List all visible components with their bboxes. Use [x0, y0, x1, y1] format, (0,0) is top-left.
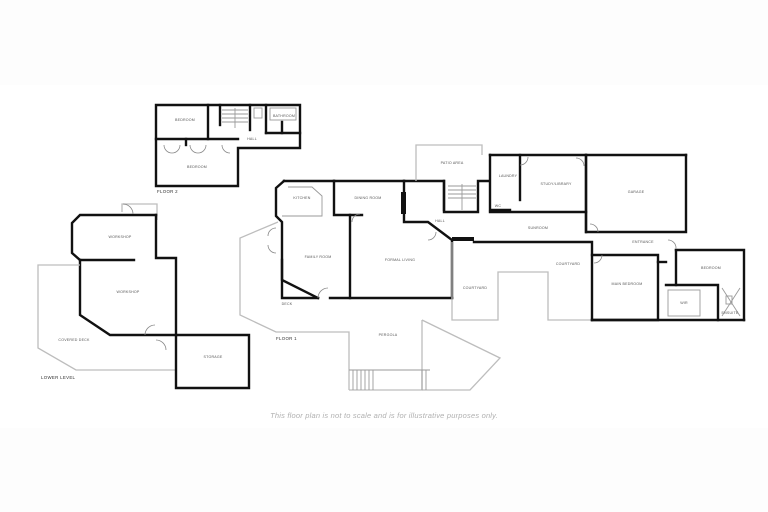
label-family-room: Family Room: [304, 255, 332, 259]
label-entrance: Entrance: [632, 240, 654, 244]
label-f2-hall: Hall: [247, 137, 257, 141]
label-deck: Deck: [281, 302, 293, 306]
level-floor-2: Floor 2: [157, 189, 178, 194]
label-lower-workshop-top: Workshop: [108, 235, 132, 239]
disclaimer-text: This floor plan is not to scale and is f…: [270, 411, 498, 420]
label-lower-covered-deck: Covered Deck: [58, 338, 90, 342]
floor-1-plan: [239, 144, 746, 391]
label-f2-bedroom-bottom: Bedroom: [187, 165, 207, 169]
label-courtyard-right: Courtyard: [555, 262, 581, 266]
floor-2-plan: [154, 103, 302, 188]
label-lower-workshop-main: Workshop: [116, 290, 140, 294]
label-dining-room: Dining Room: [354, 196, 382, 200]
label-wir: WIR: [680, 301, 688, 305]
label-study-library: Study/Library: [540, 182, 572, 186]
label-patio-area: Patio Area: [440, 161, 464, 165]
label-laundry: Laundry: [498, 174, 518, 178]
label-ensuite: Ensuite: [721, 311, 739, 315]
floor-plan-canvas: [0, 85, 768, 428]
label-pergola: Pergola: [378, 333, 398, 337]
label-f2-bedroom-top: Bedroom: [175, 118, 195, 122]
label-wc: WC: [494, 204, 502, 208]
label-f2-bathroom: Bathroom: [272, 114, 296, 118]
label-sunroom: Sunroom: [527, 226, 549, 230]
label-garage: Garage: [627, 190, 645, 194]
label-bedroom: Bedroom: [701, 266, 721, 270]
label-formal-living: Formal Living: [384, 258, 416, 262]
label-courtyard-left: Courtyard: [462, 286, 488, 290]
level-lower: Lower Level: [41, 375, 76, 380]
label-main-bedroom: Main Bedroom: [611, 282, 643, 286]
label-kitchen: Kitchen: [293, 196, 311, 200]
label-lower-storage: Storage: [203, 355, 223, 359]
lower-level-plan: [37, 203, 251, 390]
level-floor-1: Floor 1: [276, 336, 297, 341]
label-hall: Hall: [435, 219, 445, 223]
